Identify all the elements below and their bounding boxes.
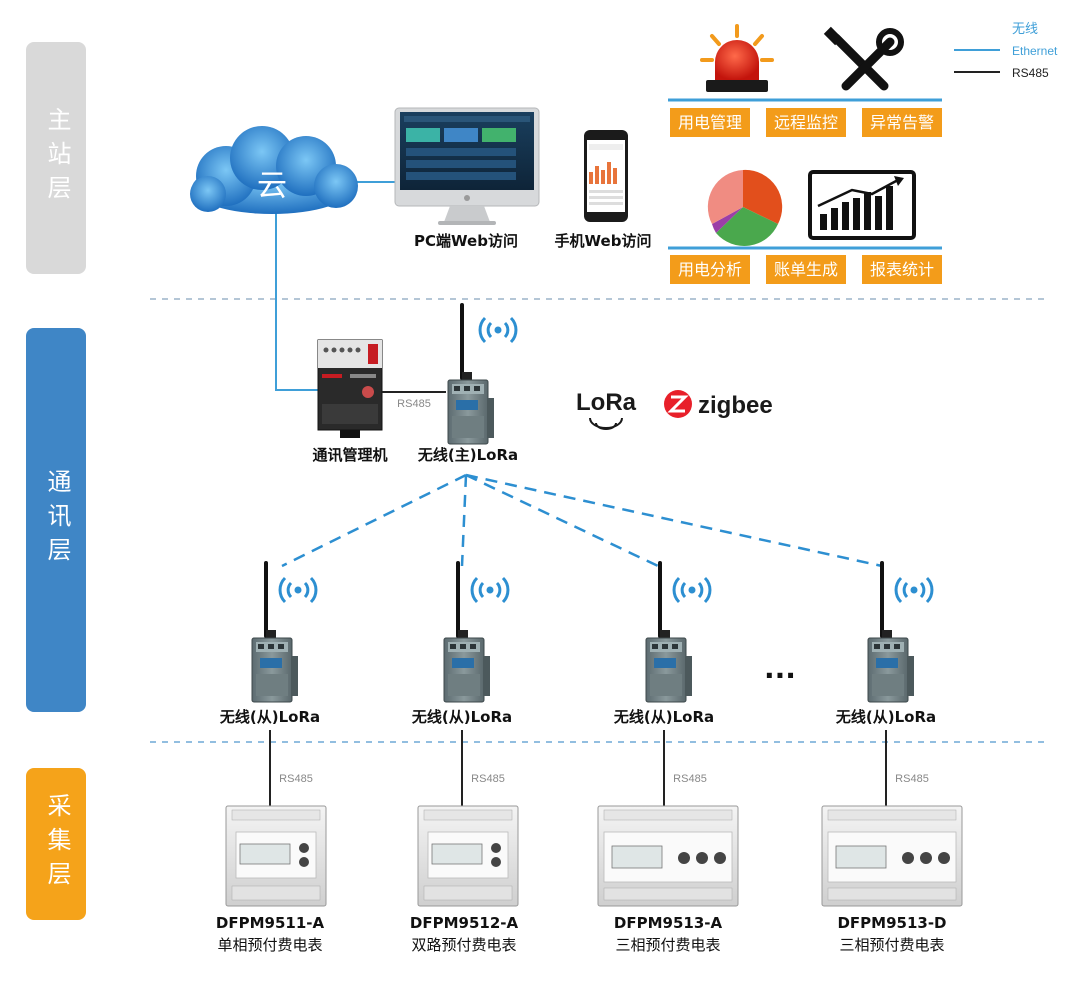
function-top-3: 异常告警 [862, 108, 942, 137]
lora-logo-text: LoRa [576, 389, 637, 416]
lora-logo: LoRa [576, 389, 637, 430]
function-bottom-3: 报表统计 [862, 255, 942, 284]
cloud-to-manager-link [275, 205, 318, 391]
meter-desc-1: 单相预付费电表 [217, 936, 322, 954]
svg-text:远程监控: 远程监控 [774, 113, 838, 132]
function-bottom-1: 用电分析 [670, 255, 750, 284]
layer-collect-label: 采集层 [43, 793, 71, 895]
mobile-phone [584, 130, 628, 222]
wireless-link-2 [460, 474, 468, 567]
layer-comm-label: 通讯层 [43, 469, 71, 571]
layer-main-bar: 主站层 [26, 42, 86, 274]
rs485-label-4: RS485 [895, 773, 929, 785]
rs485-label-3: RS485 [673, 773, 707, 785]
comm-manager-device [317, 339, 383, 438]
rs485-label-1: RS485 [279, 773, 313, 785]
svg-text:用电分析: 用电分析 [678, 260, 742, 279]
zigbee-logo-text: zigbee [698, 392, 773, 419]
svg-text:账单生成: 账单生成 [774, 260, 838, 279]
layer-main-bg [26, 42, 86, 274]
legend-ethernet-label: Ethernet [1012, 44, 1058, 58]
meter-model-1: DFPM9511-A [216, 914, 325, 932]
meter-desc-4: 三相预付费电表 [839, 936, 944, 954]
meter-model-3: DFPM9513-A [614, 914, 723, 932]
layer-comm-bg [26, 328, 86, 712]
svg-text:异常告警: 异常告警 [870, 113, 934, 132]
cloud-shape [190, 126, 358, 214]
mobile-web-access-label: 手机Web访问 [555, 232, 652, 250]
meter-desc-3: 三相预付费电表 [615, 936, 720, 954]
rs485-label-2: RS485 [471, 773, 505, 785]
svg-text:用电管理: 用电管理 [678, 113, 742, 132]
meter-model-2: DFPM9512-A [410, 914, 519, 932]
legend-wireless-label: 无线 [1012, 22, 1038, 37]
alarm-light-icon [700, 24, 774, 92]
master-lora-label: 无线(主)LoRa [417, 446, 518, 464]
zigbee-logo: zigbee [664, 390, 773, 419]
tools-icon [823, 26, 904, 91]
slave-lora-label-1: 无线(从)LoRa [219, 708, 320, 726]
layer-comm-bar: 通讯层 [26, 328, 86, 712]
meter-model-4: DFPM9513-D [837, 914, 946, 932]
layer-collect-bg [26, 768, 86, 920]
slave-lora-label-3: 无线(从)LoRa [613, 708, 714, 726]
wireless-link-4 [465, 473, 883, 568]
meter-device-2 [417, 805, 519, 907]
slave-wireless-icon-3 [672, 576, 712, 604]
slave-lora-label-2: 无线(从)LoRa [411, 708, 512, 726]
pc-monitor [394, 107, 540, 225]
bar-chart-icon [808, 170, 916, 240]
comm-manager-label: 通讯管理机 [312, 446, 387, 464]
slave-lora-label-4: 无线(从)LoRa [835, 708, 936, 726]
legend: 无线 Ethernet RS485 [954, 22, 1058, 80]
slaves-ellipsis: ... [764, 652, 796, 685]
meter-device-3 [597, 805, 739, 907]
meter-desc-2: 双路预付费电表 [411, 936, 516, 954]
cloud: 云 [190, 126, 358, 214]
master-wireless-icon [478, 316, 518, 344]
legend-rs485-label: RS485 [1012, 66, 1049, 80]
wireless-link-3 [465, 473, 659, 568]
meter-device-4 [821, 805, 963, 907]
function-top-2: 远程监控 [766, 108, 846, 137]
slave-wireless-icon-2 [470, 576, 510, 604]
manager-master-rs485-label: RS485 [397, 398, 431, 410]
cloud-label: 云 [257, 169, 287, 204]
meter-device-1 [225, 805, 327, 907]
master-lora-module [446, 303, 496, 446]
wireless-link-1 [281, 473, 467, 568]
layer-main-label: 主站层 [43, 107, 71, 209]
pie-chart-icon [707, 169, 783, 247]
layer-collect-bar: 采集层 [26, 768, 86, 920]
svg-text:报表统计: 报表统计 [870, 260, 934, 279]
pc-web-access-label: PC端Web访问 [414, 232, 518, 250]
slave-wireless-icon-1 [278, 576, 318, 604]
wireless-links [281, 473, 883, 568]
function-top-1: 用电管理 [670, 108, 750, 137]
slave-wireless-icon-4 [894, 576, 934, 604]
function-bottom-2: 账单生成 [766, 255, 846, 284]
